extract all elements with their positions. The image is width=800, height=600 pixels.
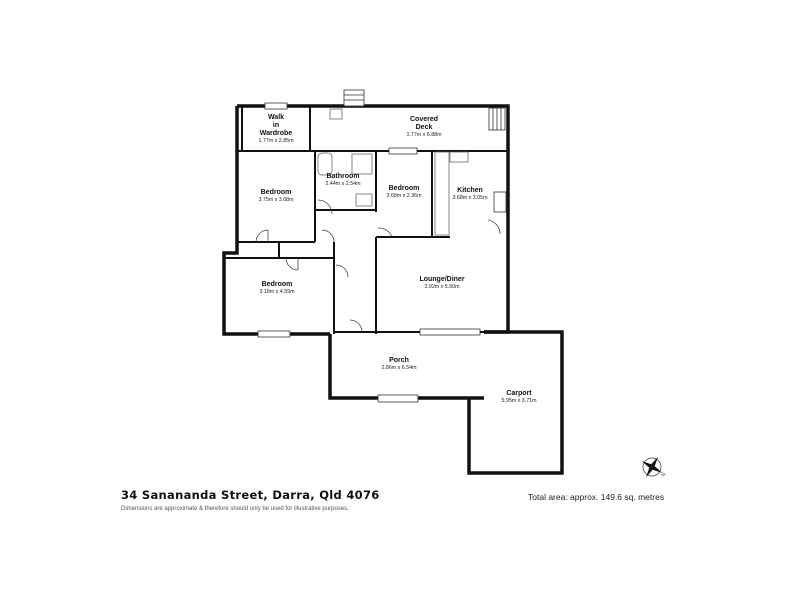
room-dimensions: 2.44m x 2.54m [325, 181, 361, 187]
room-dimensions: 3.68m x 3.05m [452, 195, 488, 201]
door [487, 219, 501, 235]
room-label-walk-in-wardrobe: Walk in Wardrobe 1.77m x 2.85m [258, 114, 294, 144]
room-label-kitchen: Kitchen 3.68m x 3.05m [452, 187, 488, 201]
door [377, 227, 393, 238]
room-name: Bedroom [262, 281, 293, 288]
room-dimensions: 2.86m x 6.54m [381, 365, 417, 371]
door [285, 257, 299, 271]
room-dimensions: 5.95m x 3.71m [501, 398, 537, 404]
door [349, 319, 363, 333]
room-dimensions: 3.75m x 3.08m [258, 197, 294, 203]
kitchen-bench [434, 151, 450, 236]
room-dimensions: 3.92m x 5.50m [424, 284, 460, 290]
room-label-bedroom-lower: Bedroom 3.18m x 4.59m [259, 281, 295, 295]
room-name: Covered [410, 116, 438, 123]
window [377, 394, 419, 403]
kitchen-sink [449, 151, 469, 163]
deck-stairs [343, 89, 506, 131]
room-name: Deck [416, 124, 433, 131]
fixtures [317, 108, 469, 236]
room-dimensions: 1.77m x 6.88m [406, 132, 442, 138]
window [493, 191, 507, 213]
door [255, 229, 269, 243]
windows [257, 102, 507, 403]
window [264, 102, 288, 110]
door [317, 199, 333, 215]
room-label-bedroom-left: Bedroom 3.75m x 3.08m [258, 189, 294, 203]
room-label-carport: Carport 5.95m x 3.71m [501, 390, 537, 404]
compass-icon: N [641, 456, 668, 478]
bathtub [317, 152, 333, 176]
window [419, 328, 481, 336]
door-swings [255, 199, 501, 333]
vanity [355, 193, 373, 207]
total-area-text: Total area: approx. 149.6 sq. metres [528, 492, 665, 502]
window [388, 147, 418, 155]
laundry-tub [329, 108, 343, 120]
room-name: Carport [506, 390, 532, 397]
disclaimer-text: Dimensions are approximate & therefore s… [121, 506, 349, 512]
property-address: 34 Sanananda Street, Darra, Qld 4076 [121, 488, 380, 502]
room-label-bathroom: Bathroom 2.44m x 2.54m [325, 173, 361, 187]
room-name: Bathroom [326, 173, 359, 180]
room-name: in [273, 122, 279, 129]
door [321, 229, 335, 243]
room-name: Bedroom [389, 185, 420, 192]
room-label-lounge-diner: Lounge/Diner 3.92m x 5.50m [419, 276, 464, 290]
room-label-porch: Porch 2.86m x 6.54m [381, 357, 417, 371]
room-name: Walk [268, 114, 284, 121]
room-label-covered-deck: Covered Deck 1.77m x 6.88m [406, 116, 442, 138]
carport-outline [467, 330, 564, 475]
room-dimensions: 3.18m x 4.59m [259, 289, 295, 295]
room-name: Bedroom [261, 189, 292, 196]
room-name: Wardrobe [260, 130, 293, 137]
compass-label: N [661, 472, 668, 478]
room-name: Porch [389, 357, 409, 364]
door [335, 264, 349, 278]
shower [351, 153, 373, 175]
room-dimensions: 1.77m x 2.85m [258, 138, 294, 144]
interior-walls [224, 106, 508, 334]
room-name: Kitchen [457, 187, 483, 194]
room-dimensions: 3.68m x 2.36m [386, 193, 422, 199]
window [257, 330, 291, 338]
room-name: Lounge/Diner [419, 276, 464, 283]
room-label-bedroom-mid: Bedroom 3.68m x 2.36m [386, 185, 422, 199]
